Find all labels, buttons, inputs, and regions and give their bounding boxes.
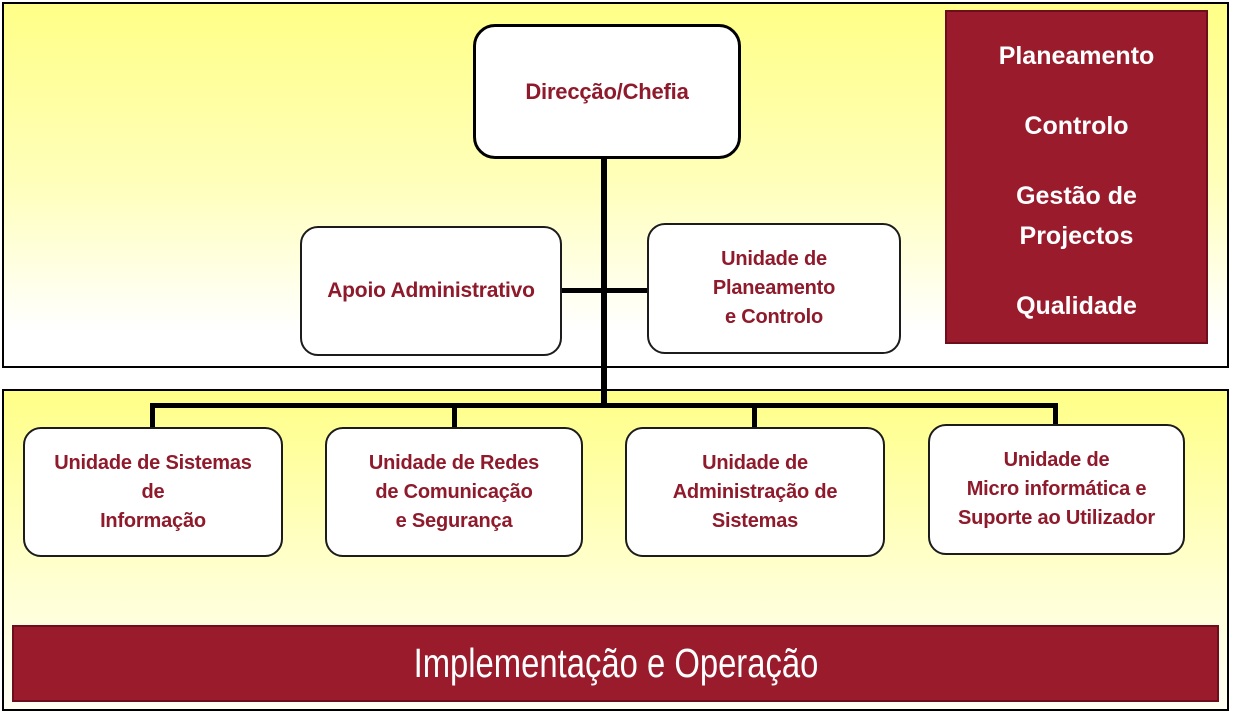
connector-trunk bbox=[601, 157, 607, 407]
org-node-redes-comunicacao-seguranca: Unidade de Redes de Comunicação e Segura… bbox=[325, 427, 583, 557]
connector-drop-unit2 bbox=[452, 403, 457, 429]
sidebar-item-controlo: Controlo bbox=[1024, 112, 1129, 140]
connector-drop-unit4 bbox=[1053, 403, 1058, 426]
banner-label: Implementação e Operação bbox=[413, 640, 818, 686]
org-node-label: Unidade de Redes de Comunicação e Segura… bbox=[368, 451, 540, 532]
sidebar-item-planeamento: Planeamento bbox=[998, 42, 1155, 70]
org-node-label: Unidade de Sistemas de Informação bbox=[54, 451, 252, 532]
org-node-administracao-sistemas: Unidade de Administração de Sistemas bbox=[625, 427, 885, 557]
org-node-label: Apoio Administrativo bbox=[327, 278, 535, 302]
management-functions-panel: Planeamento Controlo Gestão de Projectos… bbox=[945, 10, 1208, 344]
org-node-label: Unidade de Administração de Sistemas bbox=[672, 451, 838, 532]
sidebar-item-gestao-projectos: Gestão de Projectos bbox=[1016, 182, 1137, 250]
connector-horizontal-mid bbox=[560, 288, 650, 293]
org-node-planeamento-controlo: Unidade de Planeamento e Controlo bbox=[647, 223, 901, 354]
sidebar-item-qualidade: Qualidade bbox=[1016, 292, 1137, 320]
org-node-sistemas-informacao: Unidade de Sistemas de Informação bbox=[23, 427, 283, 557]
org-node-label: Direcção/Chefia bbox=[525, 78, 689, 104]
org-node-direccao-chefia: Direcção/Chefia bbox=[473, 24, 741, 159]
implementation-operation-banner: Implementação e Operação bbox=[12, 625, 1219, 702]
connector-drop-unit3 bbox=[752, 403, 757, 429]
org-node-apoio-administrativo: Apoio Administrativo bbox=[300, 226, 562, 356]
connector-horizontal-bottom bbox=[150, 403, 1058, 408]
org-node-label: Unidade de Micro informática e Suporte a… bbox=[958, 449, 1155, 529]
connector-drop-unit1 bbox=[150, 403, 155, 429]
org-node-microinformatica-suporte: Unidade de Micro informática e Suporte a… bbox=[928, 424, 1185, 555]
org-node-label: Unidade de Planeamento e Controlo bbox=[712, 248, 836, 328]
